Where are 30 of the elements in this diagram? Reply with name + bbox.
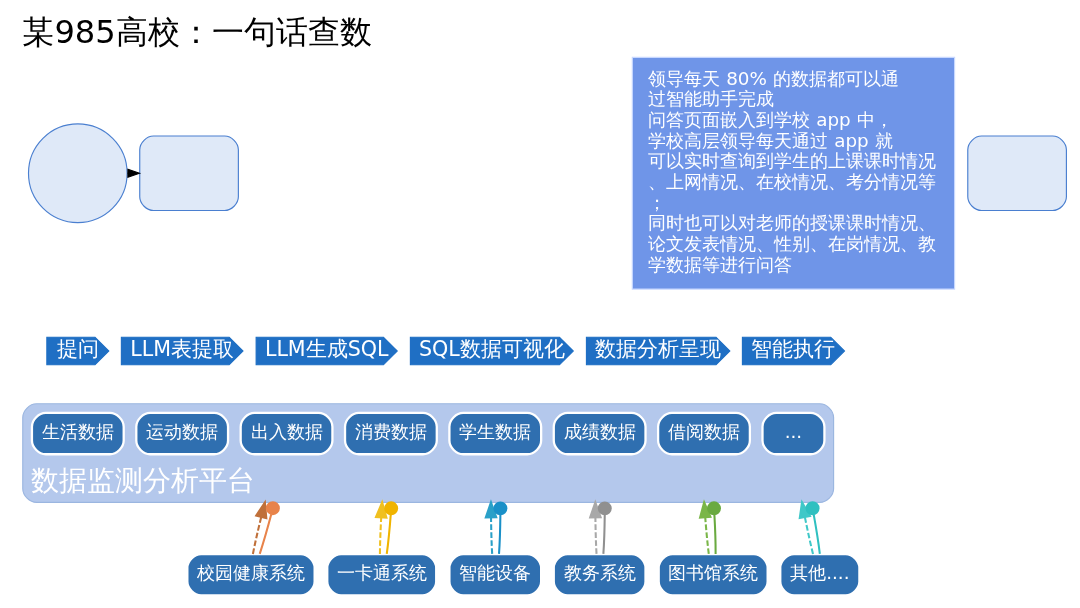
node-box: 生活数据 xyxy=(30,411,125,456)
node-box: ... xyxy=(761,411,826,456)
connector xyxy=(384,501,399,555)
node-box: 其他.... xyxy=(779,552,861,597)
connector xyxy=(707,501,721,554)
diagram-title: 某985高校：一句话查数 xyxy=(22,12,372,51)
node-box: 一卡通系统 xyxy=(326,552,438,597)
node-box: 运动数据 xyxy=(135,411,230,456)
arrow xyxy=(251,499,268,555)
node-box: 出入数据 xyxy=(239,411,334,456)
arrow xyxy=(588,499,603,554)
arrow xyxy=(698,499,712,555)
arrow xyxy=(798,499,814,555)
node-box: 领导每天 80% 的数据都可以通过智能助手完成 问答页面嵌入到学校 app 中，学校高层领导每天通过 app 就可以实时查询到学生的上课课时情况、上网情况、在校情况、考分情况等； 同时也可以对老师的授课课时情况、论文发表情况、性别、在岗情况、教学数据等进行问答 xyxy=(631,56,956,290)
node-box xyxy=(139,135,239,212)
node-box: 成绩数据 xyxy=(552,411,647,456)
connector xyxy=(597,501,612,554)
connector xyxy=(258,501,280,555)
node-box: 学生数据 xyxy=(448,411,543,456)
connector xyxy=(493,501,508,554)
connector xyxy=(805,501,821,555)
node-box: 消费数据 xyxy=(343,411,438,456)
arrow xyxy=(374,499,388,554)
node-box: 图书馆系统 xyxy=(657,552,769,597)
node-box: 校园健康系统 xyxy=(186,552,316,597)
arrow xyxy=(484,499,498,554)
node-box xyxy=(967,135,1067,212)
node-box: 智能设备 xyxy=(448,552,543,597)
node-box: 借阅数据 xyxy=(657,411,752,456)
node-box: 教务系统 xyxy=(552,552,647,597)
